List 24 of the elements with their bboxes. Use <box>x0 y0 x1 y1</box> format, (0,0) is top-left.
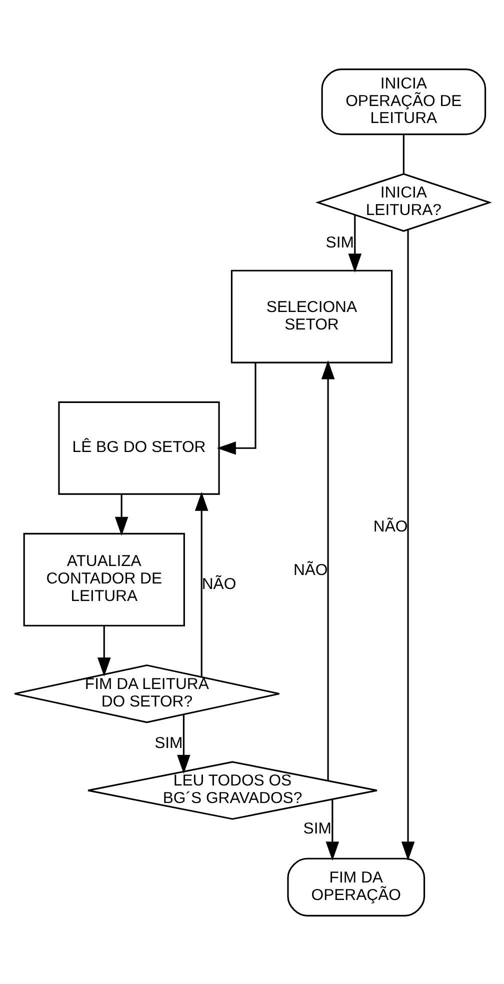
edge-label: SIM <box>154 734 183 752</box>
arrow <box>326 798 340 860</box>
edge-label: SIM <box>303 820 332 838</box>
connector <box>402 134 404 174</box>
edge-label: NÃO <box>293 561 328 578</box>
edge-label: NÃO <box>202 575 236 592</box>
arrow <box>97 626 111 676</box>
node-box: ATUALIZA CONTADOR DE LEITURA <box>23 532 185 626</box>
arrow <box>401 229 415 860</box>
arrow <box>177 714 190 774</box>
arrow <box>194 491 208 676</box>
node-diamond: FIM DA LEITURA DO SETOR? <box>14 664 280 723</box>
node-box: SELECIONA SETOR <box>230 269 393 363</box>
arrow <box>216 362 256 454</box>
arrow <box>114 494 128 536</box>
edge-label: NÃO <box>373 518 408 535</box>
node-diamond: LEU TODOS OS BG´S GRAVADOS? <box>87 760 378 820</box>
node-box: INICIA OPERAÇÃO DE LEITURA <box>321 68 486 135</box>
arrow <box>321 360 335 780</box>
node-box: LÊ BG DO SETOR <box>58 400 220 494</box>
node-box: FIM DA OPERAÇÃO <box>287 857 426 916</box>
arrow <box>348 214 362 272</box>
edge-label: SIM <box>326 234 354 251</box>
node-diamond: INICIA LEITURA? <box>315 172 492 232</box>
